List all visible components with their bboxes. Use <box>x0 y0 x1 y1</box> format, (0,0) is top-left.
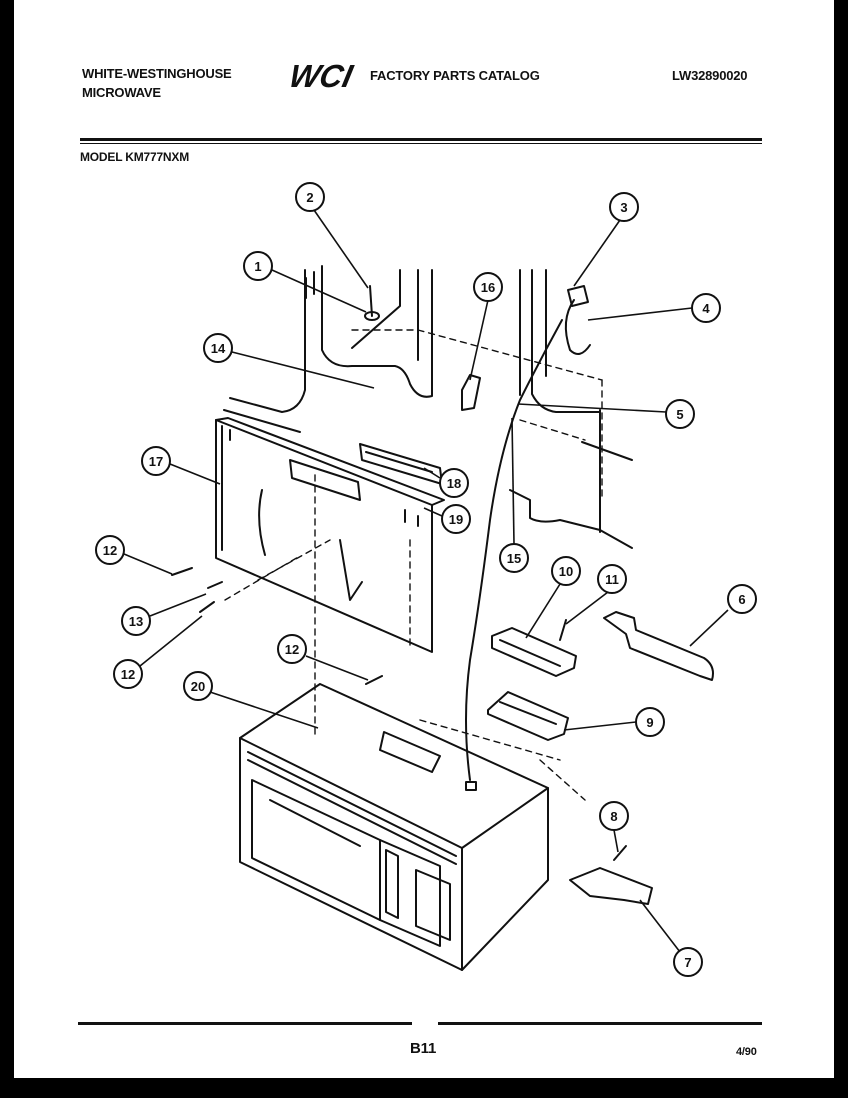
svg-text:9: 9 <box>646 715 653 730</box>
svg-text:14: 14 <box>211 341 226 356</box>
callout-19: 19 <box>441 504 471 534</box>
callout-12b: 12 <box>277 634 307 664</box>
page-code: B11 <box>410 1040 437 1057</box>
bracket-6 <box>603 611 714 681</box>
damper <box>461 374 481 411</box>
callout-7: 7 <box>673 947 703 977</box>
svg-text:18: 18 <box>447 476 461 491</box>
callout-12c: 12 <box>113 659 143 689</box>
microwave-body <box>239 683 549 971</box>
catalog-sheet: WHITE-WESTINGHOUSE MICROWAVE FACTORY PAR… <box>14 0 834 1078</box>
footer-rule-left <box>78 1022 412 1025</box>
filter-parts <box>487 627 577 741</box>
callout-16: 16 <box>473 272 503 302</box>
svg-text:20: 20 <box>191 679 205 694</box>
callout-9: 9 <box>635 707 665 737</box>
wci-logo: WCI <box>286 58 357 94</box>
svg-text:5: 5 <box>676 407 683 422</box>
svg-text:12: 12 <box>285 642 299 657</box>
callout-17: 17 <box>141 446 171 476</box>
svg-text:6: 6 <box>738 592 745 607</box>
callout-15: 15 <box>499 543 529 573</box>
svg-text:11: 11 <box>605 572 619 587</box>
svg-text:12: 12 <box>121 667 135 682</box>
callout-12a: 12 <box>95 535 125 565</box>
power-cord <box>465 285 591 791</box>
svg-text:4: 4 <box>702 301 710 316</box>
hidden-lines <box>224 329 603 801</box>
header-rule-thin <box>80 143 762 144</box>
svg-text:16: 16 <box>481 280 495 295</box>
mounting-plate <box>215 417 445 653</box>
model-label: MODEL KM777NXM <box>80 150 189 164</box>
cabinet-outline <box>223 265 633 549</box>
svg-text:17: 17 <box>149 454 163 469</box>
callout-1: 1 <box>243 251 273 281</box>
logo-text: WCI <box>286 58 357 94</box>
svg-text:2: 2 <box>306 190 313 205</box>
callout-3: 3 <box>609 192 639 222</box>
callout-20: 20 <box>183 671 213 701</box>
svg-text:19: 19 <box>449 512 463 527</box>
svg-text:8: 8 <box>610 809 617 824</box>
callout-2: 2 <box>295 182 325 212</box>
brand-line-2: MICROWAVE <box>82 85 161 100</box>
callout-10: 10 <box>551 556 581 586</box>
svg-text:12: 12 <box>103 543 117 558</box>
callout-14: 14 <box>203 333 233 363</box>
svg-text:3: 3 <box>620 200 627 215</box>
svg-text:7: 7 <box>684 955 691 970</box>
callout-8: 8 <box>599 801 629 831</box>
svg-text:15: 15 <box>507 551 521 566</box>
print-date: 4/90 <box>736 1046 757 1058</box>
screws <box>171 285 627 861</box>
callout-4: 4 <box>691 293 721 323</box>
brand-line-1: WHITE-WESTINGHOUSE <box>82 66 232 81</box>
callout-18: 18 <box>439 468 469 498</box>
svg-text:13: 13 <box>129 614 143 629</box>
svg-text:10: 10 <box>559 564 573 579</box>
callout-11: 11 <box>597 564 627 594</box>
callout-6: 6 <box>727 584 757 614</box>
leader-lines <box>123 209 729 953</box>
callout-13: 13 <box>121 606 151 636</box>
catalog-number: LW32890020 <box>672 68 748 83</box>
callouts: 1 2 3 4 5 6 7 8 9 10 11 12 12 12 13 14 1… <box>95 182 757 977</box>
catalog-title: FACTORY PARTS CATALOG <box>370 68 540 83</box>
footer-rule-right <box>438 1022 762 1025</box>
callout-5: 5 <box>665 399 695 429</box>
svg-text:1: 1 <box>254 259 261 274</box>
bracket-7 <box>569 867 653 905</box>
header-rule <box>80 138 762 141</box>
